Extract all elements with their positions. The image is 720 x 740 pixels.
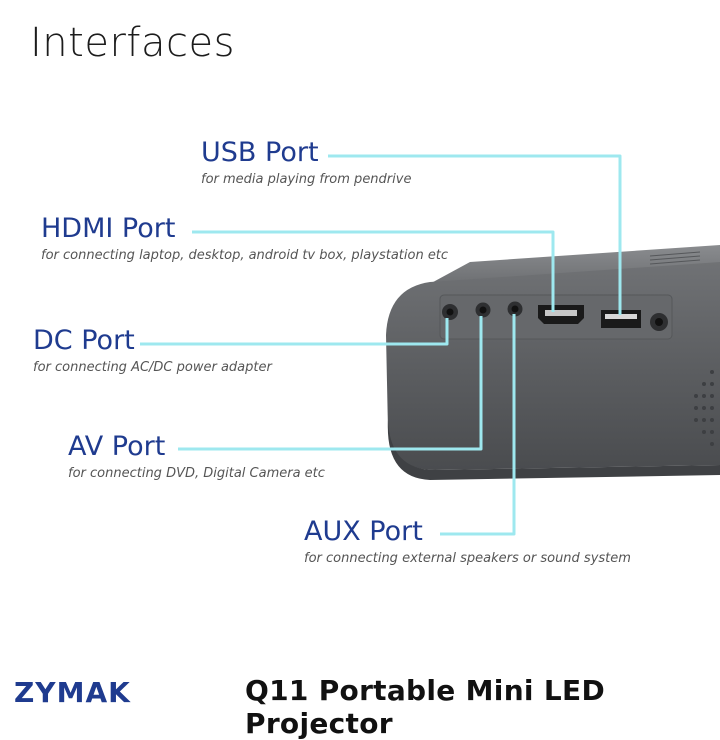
aux-jack-icon: [507, 301, 523, 317]
dc-jack-icon: [442, 304, 458, 320]
page-title: Interfaces: [30, 20, 235, 66]
av-port-label: AV Port for connecting DVD, Digital Came…: [68, 432, 325, 481]
av-callout-line: [178, 316, 483, 451]
aux-port-name: AUX Port: [304, 516, 423, 547]
aux-port-label: AUX Port for connecting external speaker…: [304, 517, 631, 566]
hdmi-port-label: HDMI Port for connecting laptop, desktop…: [41, 214, 448, 263]
usb-port-name: USB Port: [201, 137, 319, 168]
aux-callout-line: [440, 314, 516, 536]
audio-jack-icon: [650, 313, 668, 331]
usb-socket-icon: [601, 310, 641, 328]
hdmi-port-description: for connecting laptop, desktop, android …: [41, 247, 449, 263]
dc-port-name: DC Port: [33, 325, 135, 356]
speaker-grille-icon: [694, 370, 714, 446]
av-port-description: for connecting DVD, Digital Camera etc: [68, 465, 325, 481]
brand-logo: ZYMAK: [14, 676, 131, 709]
projector-scene: [140, 154, 720, 536]
usb-port-description: for media playing from pendrive: [201, 171, 412, 187]
dc-port-label: DC Port for connecting AC/DC power adapt…: [33, 326, 272, 375]
hdmi-socket-icon: [538, 305, 584, 324]
dc-callout-line: [140, 318, 449, 346]
av-jack-icon: [475, 302, 491, 318]
av-port-name: AV Port: [68, 431, 166, 462]
usb-port-label: USB Port for media playing from pendrive: [201, 138, 411, 187]
hdmi-port-name: HDMI Port: [41, 213, 176, 244]
aux-port-description: for connecting external speakers or soun…: [304, 550, 631, 566]
usb-callout-line: [328, 154, 622, 315]
dc-port-description: for connecting AC/DC power adapter: [33, 359, 272, 375]
hdmi-callout-line: [192, 230, 555, 312]
top-vent-icon: [649, 251, 701, 265]
product-title: Q11 Portable Mini LED Projector: [245, 674, 605, 740]
